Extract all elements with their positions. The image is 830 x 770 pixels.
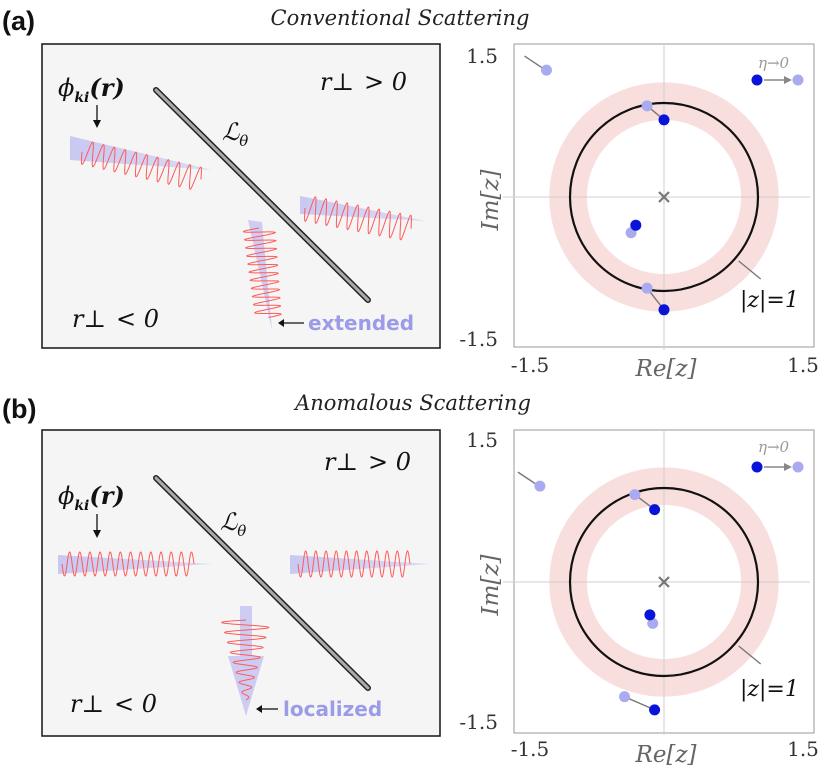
pole-point-dark (649, 504, 661, 516)
legend-point-dark (751, 74, 763, 86)
reflected-wave (221, 606, 270, 716)
pole-point-light (541, 64, 552, 76)
legend-point-light (792, 74, 804, 86)
reflected-oscillation (221, 619, 270, 701)
region-negative-label: r⊥< 0 (70, 690, 157, 718)
legend-point-light (792, 461, 804, 473)
limit-label: η→0 (758, 54, 790, 72)
note-pointer-head (278, 319, 284, 327)
panel-label: (b) (2, 394, 36, 424)
panel-a: (a) Conventional Scattering ℒθ ϕki(r) r⊥… (2, 6, 819, 382)
unit-circle (568, 486, 760, 678)
panel-b: (b) Anomalous Scattering ℒθ ϕki(r) r⊥> 0… (2, 391, 819, 768)
panel-title: Anomalous Scattering (293, 391, 531, 415)
scattering-line (154, 88, 370, 302)
x-axis-label: Re[z] (635, 742, 697, 768)
reflected-arrow-stem (240, 606, 252, 656)
wavefunction-pointer-head (93, 120, 101, 128)
pole-point-light (629, 489, 641, 501)
line-label: ℒθ (222, 118, 248, 150)
xtick-right: 1.5 (787, 737, 819, 761)
region-positive-label: r⊥> 0 (320, 68, 407, 96)
legend-arrow-head (784, 76, 792, 84)
origin-marker (658, 576, 670, 588)
incident-wave (58, 551, 212, 577)
y-axis-label: Im[z] (478, 169, 504, 231)
incident-oscillation (80, 141, 202, 190)
unit-circle-pointer (738, 260, 762, 280)
panel-title: Conventional Scattering (271, 6, 530, 30)
pole-point-dark (658, 304, 670, 316)
pole-point-dark (649, 704, 661, 716)
transmitted-arrow (300, 196, 426, 221)
ytick-top: 1.5 (466, 44, 498, 68)
schematic-box (41, 43, 441, 349)
pole-point-light (619, 691, 631, 703)
region-positive-label: r⊥> 0 (324, 448, 411, 476)
reflected-arrow (228, 656, 264, 716)
incident-oscillation (61, 551, 195, 577)
wavefunction-label: ϕki(r) (58, 73, 125, 106)
xtick-right: 1.5 (787, 353, 819, 377)
plot-layer (503, 44, 810, 350)
unit-circle-label: |z|=1 (740, 288, 799, 313)
xtick-left: -1.5 (511, 353, 550, 377)
transmitted-wave (300, 196, 426, 241)
unit-circle-label: |z|=1 (740, 677, 799, 702)
pole-point-light (641, 100, 653, 112)
origin-marker (658, 191, 670, 203)
transmitted-wave (290, 550, 430, 578)
pole-pointer (524, 55, 543, 69)
note-pointer-head (256, 705, 262, 713)
complex-plane-plot-b: 1.5 -1.5 -1.5 1.5 Re[z] Im[z] |z|=1 η→0 (459, 428, 818, 768)
legend-point-dark (751, 461, 763, 473)
panel-label: (a) (2, 6, 35, 36)
wave-note: localized (283, 697, 382, 721)
ytick-top: 1.5 (466, 428, 498, 452)
transmitted-oscillation (304, 196, 412, 241)
unit-circle (568, 101, 760, 293)
x-axis-label: Re[z] (635, 356, 697, 382)
incident-arrow (70, 136, 212, 170)
unit-circle-pointer (738, 645, 762, 665)
reflected-wave (242, 220, 282, 330)
incident-wave (70, 136, 212, 190)
pole-point-light (647, 617, 659, 629)
pole-point-dark (630, 219, 642, 231)
reflected-arrow (248, 220, 272, 330)
y-axis-label: Im[z] (478, 554, 504, 616)
pole-point-dark (644, 609, 656, 621)
wave-note: extended (308, 311, 414, 335)
transmitted-arrow (290, 555, 430, 574)
xtick-left: -1.5 (511, 737, 550, 761)
pole-pointer (517, 471, 537, 485)
complex-plane-plot-a: 1.5 -1.5 -1.5 1.5 Re[z] Im[z] |z|=1 η→0 (459, 43, 819, 382)
ytick-bottom: -1.5 (459, 327, 498, 351)
pole-point-dark (658, 114, 670, 126)
pole-point-light (534, 480, 546, 492)
line-label: ℒθ (220, 508, 246, 540)
wavefunction-pointer-head (93, 530, 101, 538)
pole-point-light (641, 282, 653, 294)
transmitted-oscillation (297, 550, 411, 578)
region-negative-label: r⊥< 0 (72, 305, 159, 333)
limit-label: η→0 (758, 438, 790, 456)
plot-layer (503, 429, 810, 735)
legend-arrow-head (784, 463, 792, 471)
wavefunction-label: ϕki(r) (58, 481, 125, 514)
scattering-line (154, 476, 370, 690)
ytick-bottom: -1.5 (459, 710, 498, 734)
reflected-oscillation (242, 227, 282, 318)
